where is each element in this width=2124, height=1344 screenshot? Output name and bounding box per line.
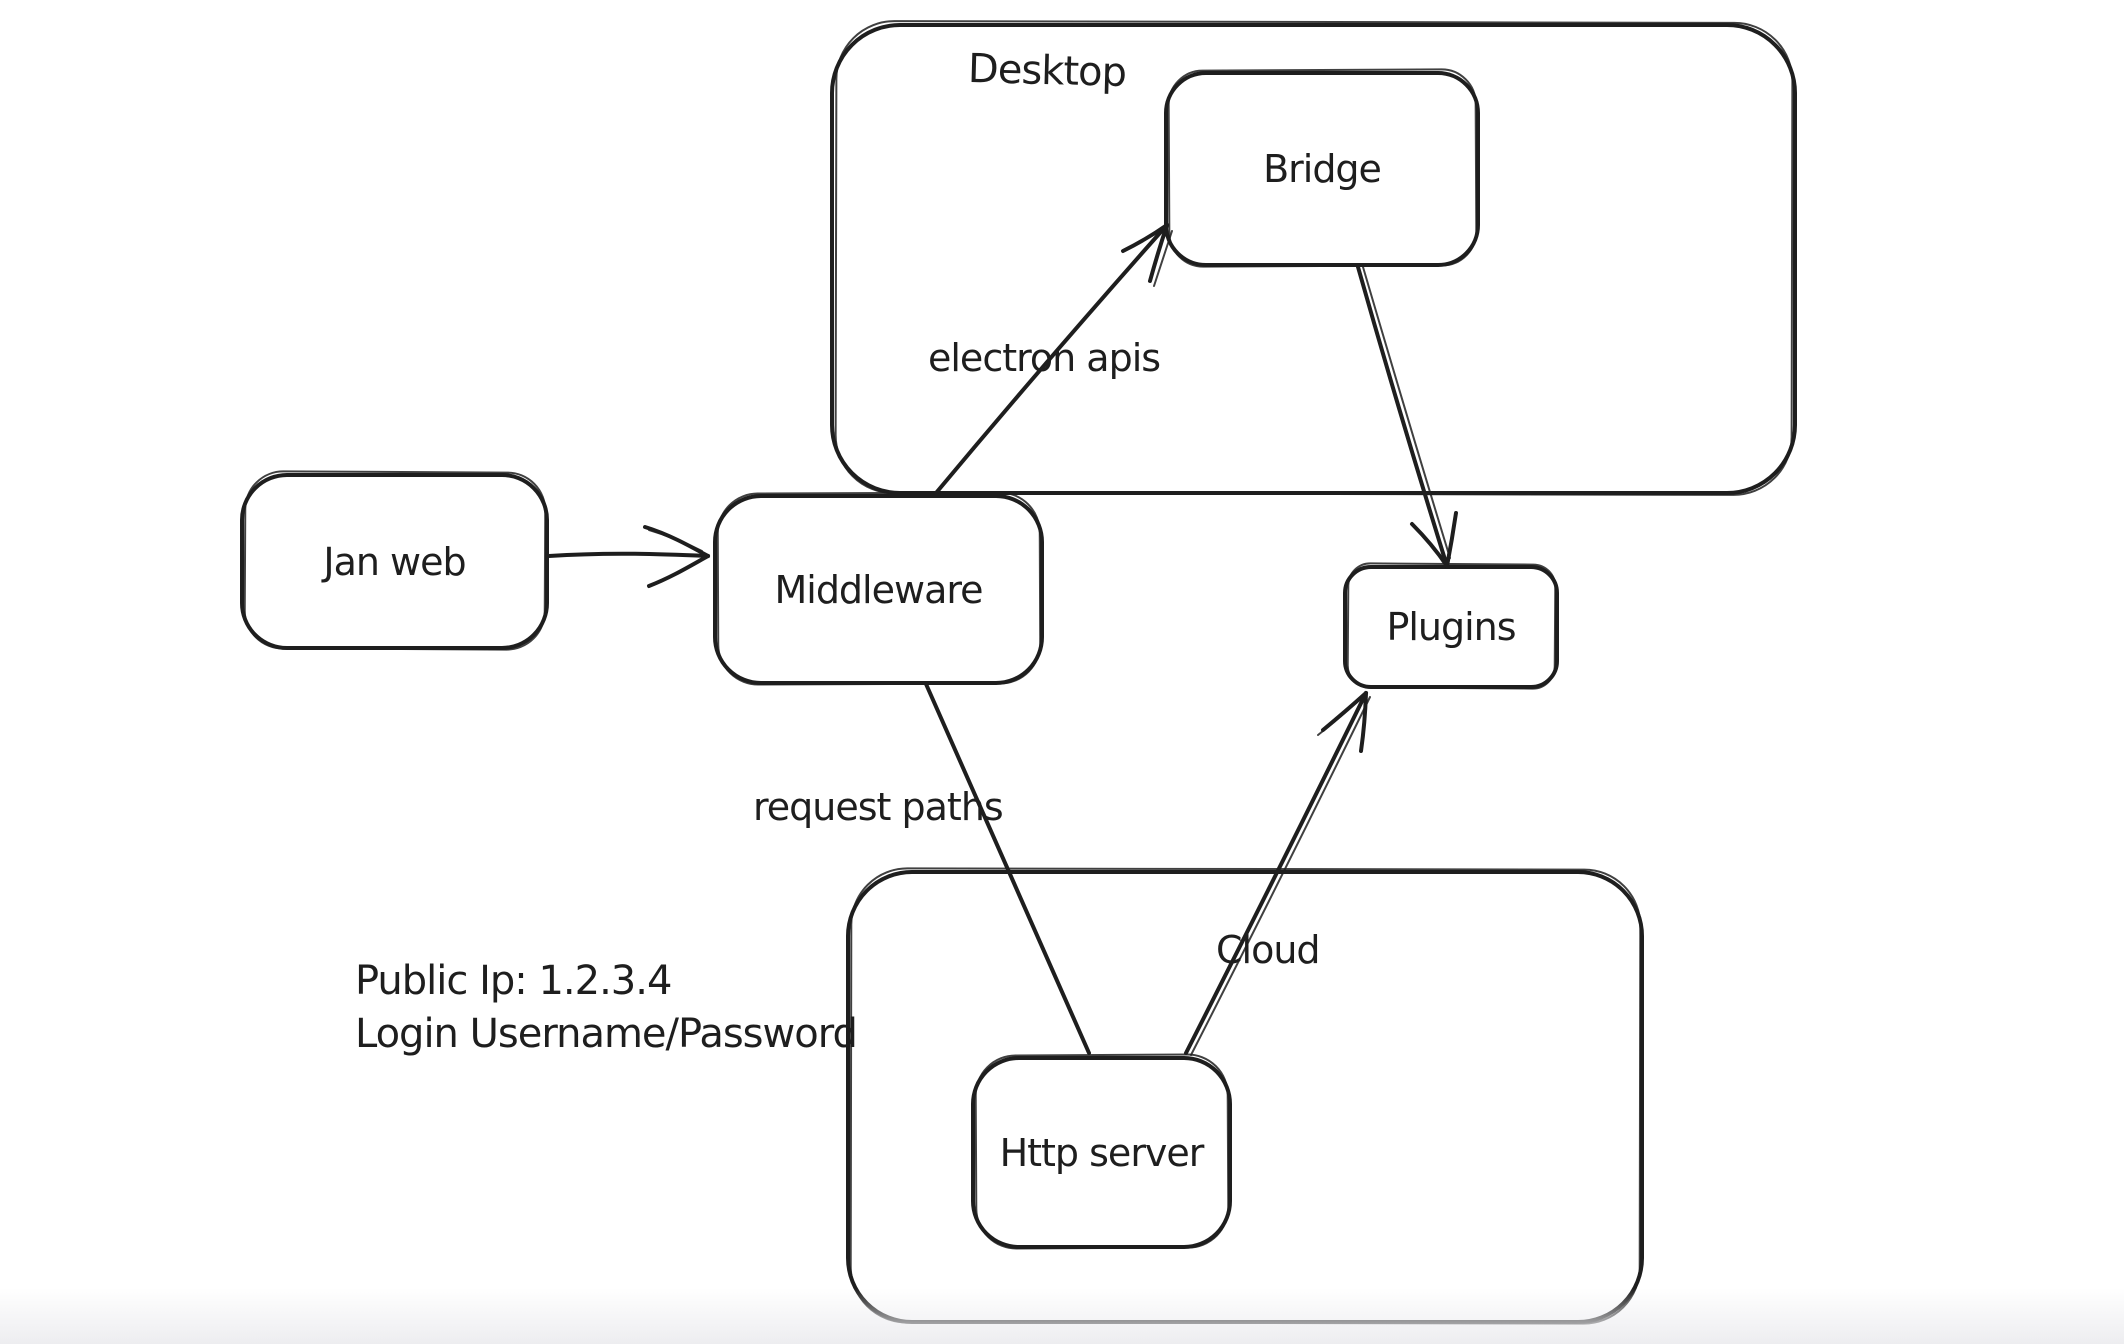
request-paths-edge-label[interactable]: request paths [753,785,1004,829]
cloud-container-label[interactable]: Cloud [1216,928,1321,972]
edge-middleware-bridge[interactable] [934,223,1173,495]
edge-middleware-httpserver[interactable] [924,682,1091,1055]
public-ip-text[interactable]: Public Ip: 1.2.3.4 [355,958,672,1004]
edge-httpserver-plugins[interactable] [1184,691,1371,1056]
plugins-label[interactable]: Plugins [1386,605,1516,649]
middleware-label[interactable]: Middleware [774,567,983,612]
node-http-server-shape[interactable] [971,1053,1232,1250]
credentials-note[interactable]: Public Ip: 1.2.3.4 Login Username/Passwo… [355,955,858,1061]
container-desktop-shape[interactable] [830,20,1797,496]
login-text[interactable]: Login Username/Password [355,1011,858,1057]
edge-janweb-middleware[interactable] [547,525,710,588]
node-jan-web-shape[interactable] [240,470,549,651]
node-plugins-shape[interactable] [1343,562,1559,690]
edge-bridge-plugins[interactable] [1356,265,1458,568]
desktop-container-label[interactable]: Desktop [967,45,1127,97]
jan-web-label[interactable]: Jan web [323,539,466,584]
canvas-bottom-fade [0,1288,2124,1344]
electron-apis-edge-label[interactable]: electron apis [928,336,1161,380]
bridge-label[interactable]: Bridge [1263,147,1382,191]
node-middleware-shape[interactable] [713,491,1044,686]
http-server-label[interactable]: Http server [999,1130,1205,1175]
node-bridge-shape[interactable] [1164,68,1480,268]
